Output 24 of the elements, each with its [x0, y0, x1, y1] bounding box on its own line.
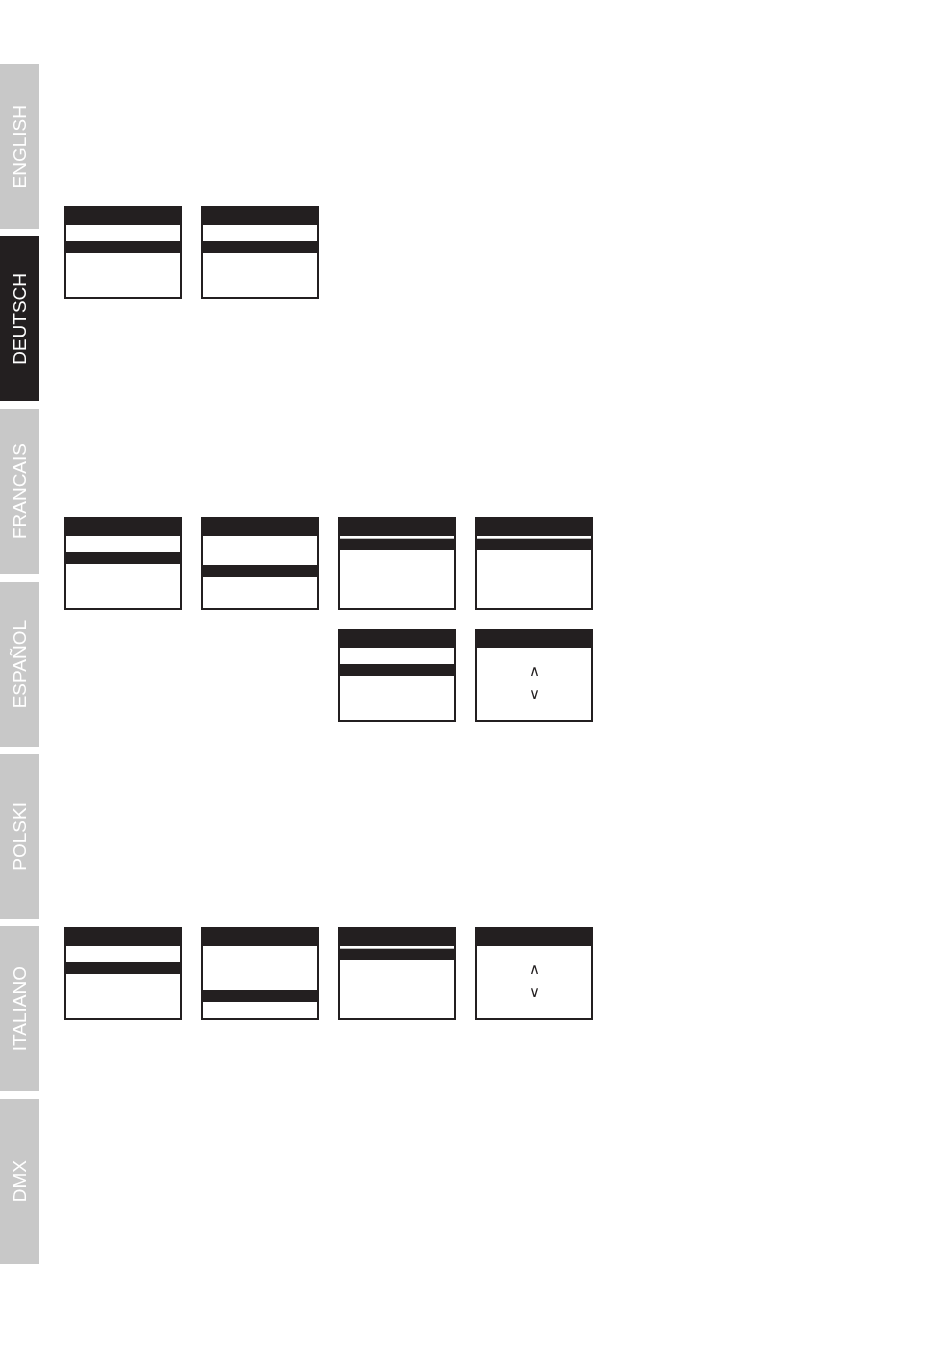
display-screen: [64, 206, 182, 299]
display-screen: [338, 927, 456, 1020]
display-screen: [338, 629, 456, 722]
display-screen: [338, 517, 456, 610]
display-screen: [475, 927, 593, 1020]
language-tab: [0, 236, 39, 401]
down-caret: ∨: [527, 686, 541, 702]
language-tab: [0, 926, 39, 1091]
up-caret: ∧: [527, 961, 541, 977]
language-tab: [0, 409, 39, 574]
down-caret: ∨: [527, 984, 541, 1000]
language-tab: [0, 1099, 39, 1264]
display-screen: [475, 517, 593, 610]
tab-label: DEUTSCH: [8, 272, 31, 365]
display-screen: [201, 927, 319, 1020]
language-tab: [0, 582, 39, 747]
display-screen: [201, 206, 319, 299]
display-screen: [64, 517, 182, 610]
display-screen: [475, 629, 593, 722]
display-screen: [201, 517, 319, 610]
display-screen: [64, 927, 182, 1020]
up-caret: ∧: [527, 663, 541, 679]
language-tab: [0, 754, 39, 919]
language-tab: [0, 64, 39, 229]
